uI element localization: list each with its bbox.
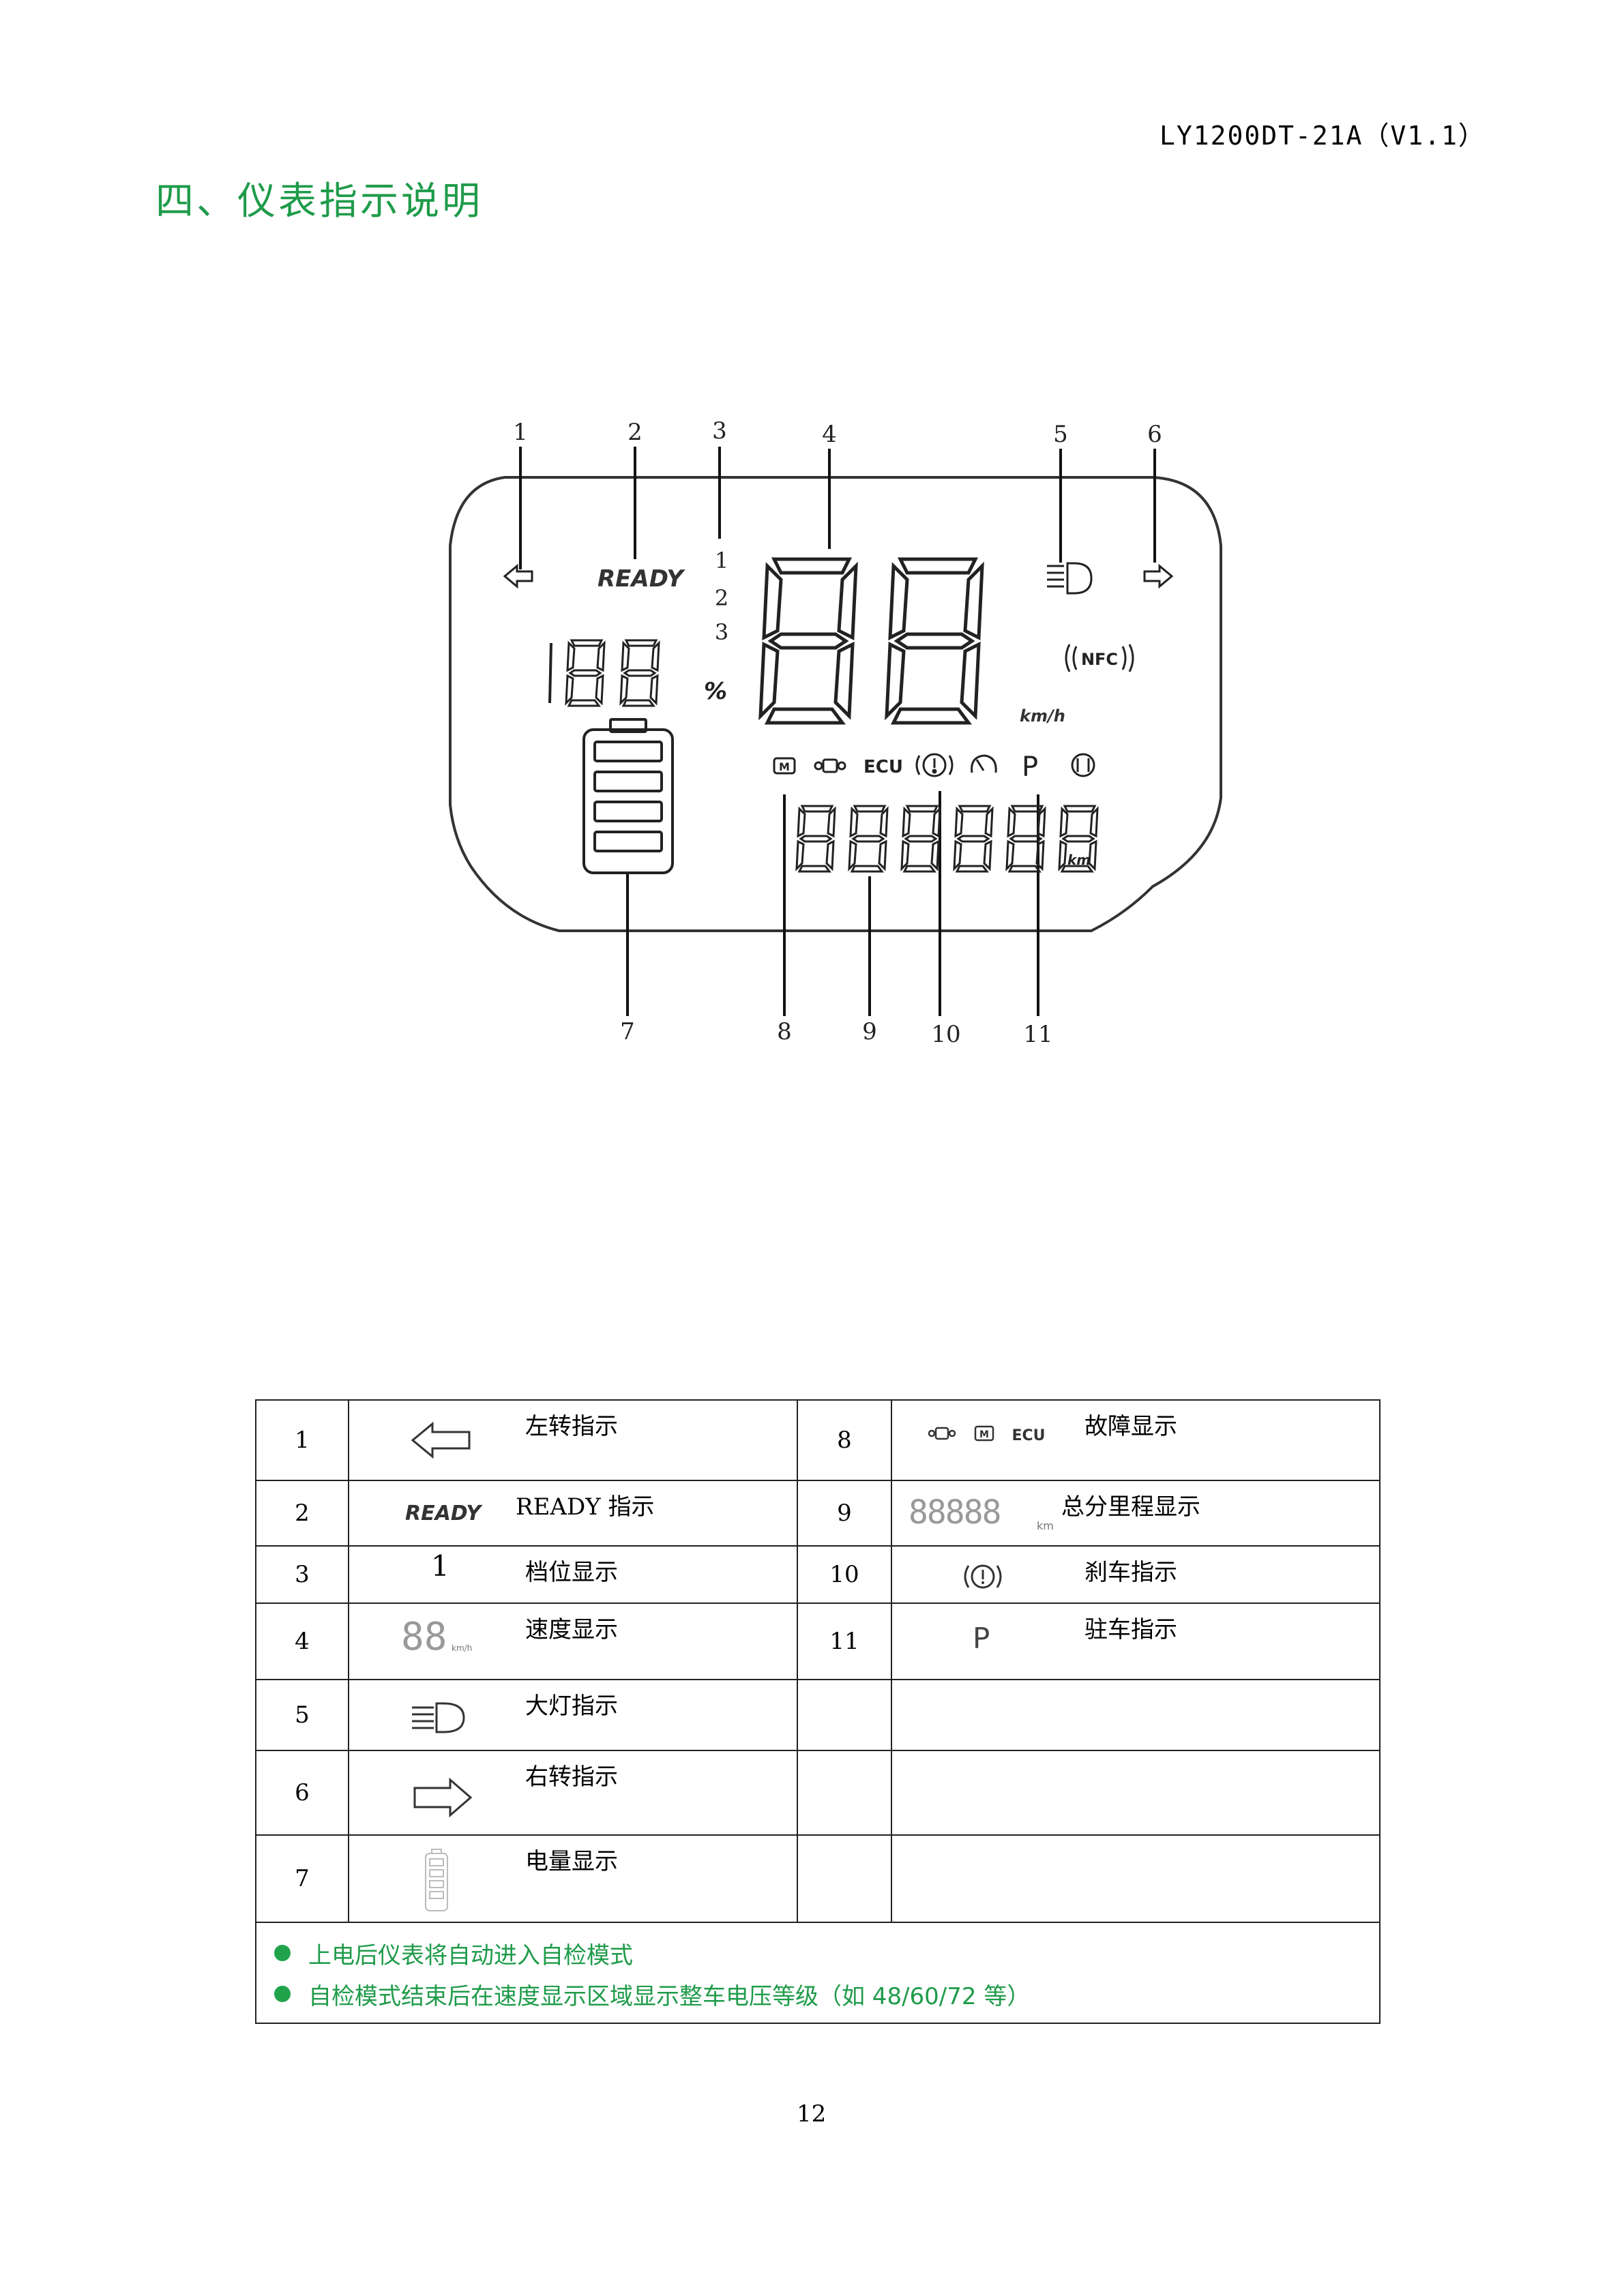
brake-indicator-icon <box>964 1564 1002 1589</box>
ready-icon: READY <box>405 1502 482 1525</box>
legend-num: 10 <box>797 1545 892 1604</box>
odometer-digits <box>795 805 1099 873</box>
right-turn-arrow-icon <box>1143 563 1174 589</box>
callout-10: 10 <box>931 1021 960 1048</box>
legend-num <box>797 1750 892 1836</box>
odometer-unit: km <box>1067 852 1091 868</box>
left-turn-icon <box>411 1421 471 1459</box>
section-heading: 四、仪表指示说明 <box>156 179 483 224</box>
speed-digit-1 <box>761 559 856 723</box>
callout-4: 4 <box>822 421 837 448</box>
battery-icon <box>425 1849 448 1911</box>
brake-icon <box>915 753 954 777</box>
legend-num: 7 <box>255 1834 349 1923</box>
speed-digit-2 <box>887 559 982 723</box>
note-item: 自检模式结束后在速度显示区域显示整车电压等级（如 48/60/72 等） <box>274 1973 1379 2014</box>
gear-3: 3 <box>715 619 728 645</box>
callout-1: 1 <box>513 419 528 446</box>
speed-icon: 88 <box>401 1615 447 1659</box>
legend-num: 9 <box>797 1480 892 1547</box>
dashboard-diagram: 1 2 3 4 5 6 7 8 9 10 11 READY 1 2 3 km/ <box>449 417 1222 1048</box>
legend-label: 刹车指示 <box>1084 1559 1177 1586</box>
legend-num: 2 <box>255 1480 349 1547</box>
svg-text:M: M <box>979 1429 989 1440</box>
notes-row: 上电后仪表将自动进入自检模式 自检模式结束后在速度显示区域显示整车电压等级（如 … <box>255 1922 1381 2024</box>
ready-indicator: READY <box>597 565 685 593</box>
fault-icons: M ECU <box>928 1425 1046 1444</box>
park-icon: P <box>973 1622 990 1655</box>
callout-9: 9 <box>862 1018 877 1045</box>
gear-1: 1 <box>715 548 728 573</box>
legend-num: 8 <box>797 1399 892 1481</box>
battery-percent-digits <box>548 639 660 707</box>
legend-table: 1 左转指示 8 M ECU 故障显示 2 READY READY 指示 <box>255 1399 1381 2024</box>
legend-num <box>797 1679 892 1751</box>
legend-row: 2 READY READY 指示 9 88888 km 总分里程显示 <box>255 1480 1381 1547</box>
legend-label: 驻车指示 <box>1084 1616 1177 1643</box>
legend-label: 速度显示 <box>525 1616 618 1643</box>
speed-limit-icon <box>971 754 997 773</box>
svg-text:NFC: NFC <box>1081 650 1118 669</box>
legend-label: 档位显示 <box>525 1559 618 1586</box>
legend-label: 右转指示 <box>525 1763 618 1791</box>
legend-label: 总分里程显示 <box>1061 1493 1200 1521</box>
park-indicator: P <box>1022 751 1038 783</box>
legend-row: 3 1 档位显示 10 刹车指示 <box>255 1545 1381 1604</box>
gear-icon: 1 <box>431 1549 449 1583</box>
odometer-icon: 88888 <box>909 1493 1001 1532</box>
legend-num: 4 <box>255 1602 349 1680</box>
nfc-icon: NFC <box>1065 644 1134 672</box>
motor-fault-icon: M <box>773 757 796 775</box>
callout-6: 6 <box>1147 421 1162 448</box>
page-number: 12 <box>797 2100 827 2128</box>
legend-num <box>797 1834 892 1923</box>
svg-text:M: M <box>779 760 790 773</box>
callout-11: 11 <box>1023 1021 1052 1048</box>
legend-num: 6 <box>255 1750 349 1836</box>
legend-label: READY 指示 <box>516 1493 655 1521</box>
legend-label: 左转指示 <box>525 1413 618 1440</box>
callout-5: 5 <box>1053 421 1068 448</box>
controller-fault-icon <box>814 758 846 773</box>
callout-8: 8 <box>777 1018 792 1045</box>
callout-3: 3 <box>712 417 727 445</box>
legend-row: 5 大灯指示 <box>255 1679 1381 1751</box>
speed-icon-unit: km/h <box>452 1643 473 1653</box>
legend-row: 7 电量显示 <box>255 1834 1381 1923</box>
svg-text:ECU: ECU <box>1012 1427 1045 1444</box>
odometer-icon-unit: km <box>1037 1519 1054 1532</box>
legend-row: 6 右转指示 <box>255 1750 1381 1836</box>
legend-row: 1 左转指示 8 M ECU 故障显示 <box>255 1399 1381 1481</box>
battery-level-icon <box>582 718 674 874</box>
bullet-icon <box>274 1986 291 2002</box>
legend-num: 1 <box>255 1399 349 1481</box>
right-turn-icon <box>413 1777 473 1818</box>
ecu-fault-indicator: ECU <box>863 757 903 777</box>
speed-unit: km/h <box>1020 706 1065 726</box>
gear-2: 2 <box>715 585 728 611</box>
legend-label: 大灯指示 <box>525 1693 618 1720</box>
legend-row: 4 88 km/h 速度显示 11 P 驻车指示 <box>255 1602 1381 1680</box>
left-turn-arrow-icon <box>503 563 533 589</box>
legend-num: 11 <box>797 1602 892 1680</box>
legend-label: 电量显示 <box>525 1848 618 1875</box>
legend-num: 3 <box>255 1545 349 1604</box>
headlight-icon <box>412 1702 465 1733</box>
bullet-icon <box>274 1945 291 1961</box>
callout-7: 7 <box>620 1018 635 1045</box>
legend-label: 故障显示 <box>1084 1413 1177 1440</box>
legend-num: 5 <box>255 1679 349 1751</box>
document-id: LY1200DT-21A（V1.1） <box>1160 121 1486 151</box>
tpms-icon <box>1071 753 1095 777</box>
callout-2: 2 <box>628 419 643 446</box>
note-item: 上电后仪表将自动进入自检模式 <box>274 1933 1379 1973</box>
headlight-icon <box>1047 562 1093 595</box>
percent-unit: % <box>704 678 727 705</box>
